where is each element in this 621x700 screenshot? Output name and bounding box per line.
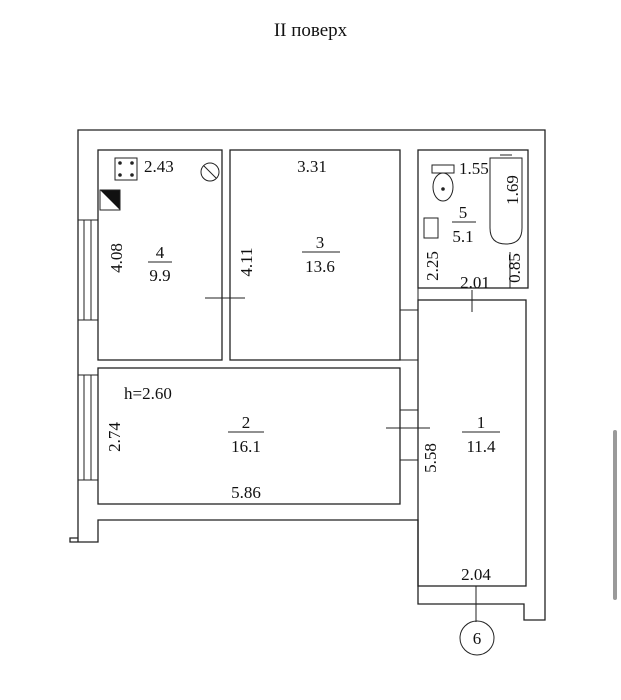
dim-r2-side: 2.74 <box>105 422 124 452</box>
entrance-marker <box>450 585 500 656</box>
room-5-outline <box>417 149 529 289</box>
door-marks <box>205 285 490 442</box>
chimney-box <box>99 189 121 211</box>
stove-icon <box>114 157 138 181</box>
sink-icon <box>423 217 439 239</box>
window-room-2 <box>77 374 99 481</box>
room-5-area: 5.1 <box>452 227 473 246</box>
dim-r5-height-a: 1.69 <box>503 175 522 205</box>
room-1-area: 11.4 <box>466 437 496 456</box>
dim-corr-width: 2.01 <box>460 273 490 292</box>
entrance-number: 6 <box>473 629 482 648</box>
room-3-outline <box>229 149 401 361</box>
dim-r3-height: 4.11 <box>237 247 256 276</box>
dim-r2-height-label: h=2.60 <box>124 384 172 403</box>
dim-r2-width: 5.86 <box>231 483 261 502</box>
window-room-4 <box>77 219 99 321</box>
dim-r5-width: 1.55 <box>459 159 489 178</box>
room-3-area: 13.6 <box>305 257 335 276</box>
dim-r4-height: 4.08 <box>107 243 126 273</box>
dim-r4-width: 2.43 <box>144 157 174 176</box>
dim-r3-width: 3.31 <box>297 157 327 176</box>
outer-walls <box>69 129 546 621</box>
room-1-number: 1 <box>477 413 486 432</box>
room-4-area: 9.9 <box>149 266 170 285</box>
floor-title: II поверх <box>273 20 348 41</box>
dim-r5-small: 0.85 <box>505 253 524 283</box>
room-2-area: 16.1 <box>231 437 261 456</box>
room-2-number: 2 <box>242 413 251 432</box>
chimney-icon <box>100 190 120 210</box>
scrollbar[interactable] <box>613 430 617 600</box>
dim-r1-height: 5.58 <box>421 443 440 473</box>
room-4-number: 4 <box>156 243 165 262</box>
bathtub-icon <box>489 154 523 245</box>
dim-r5-height-b: 2.25 <box>423 251 442 281</box>
toilet-icon <box>431 164 455 202</box>
gas-meter-icon <box>200 162 220 182</box>
partitions <box>400 288 419 461</box>
dim-r1-width: 2.04 <box>461 565 491 584</box>
room-3-number: 3 <box>316 233 325 252</box>
room-5-number: 5 <box>459 203 468 222</box>
